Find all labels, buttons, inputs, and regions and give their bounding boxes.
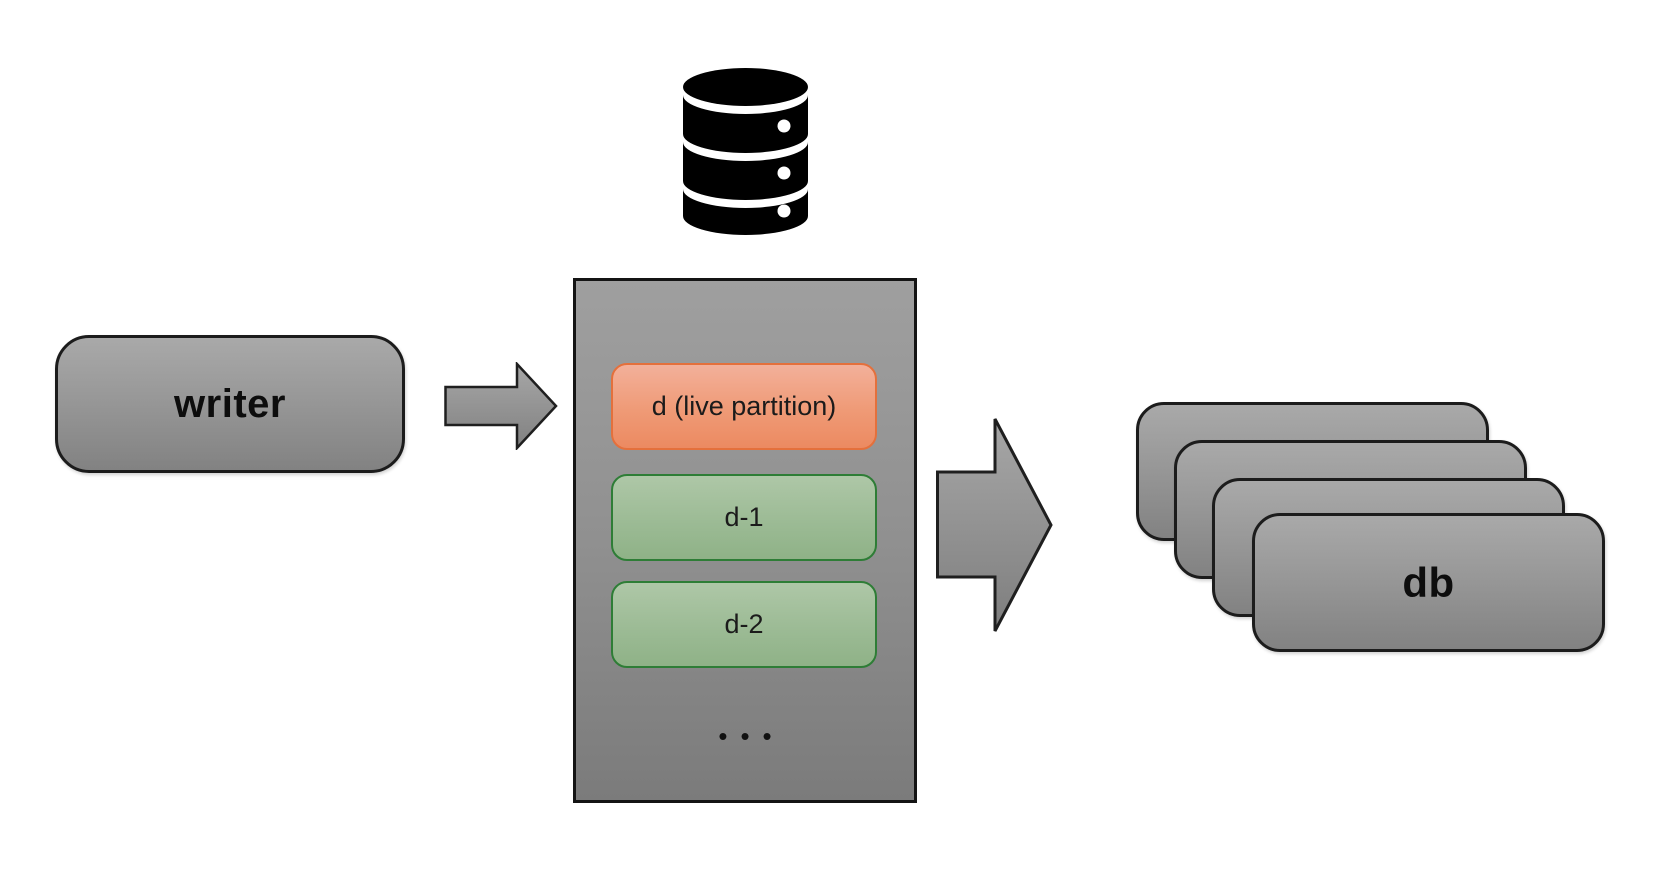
partition-d-1: d-1 — [611, 474, 877, 561]
partitions-to-db-arrow-icon — [936, 418, 1053, 632]
writer-label: writer — [174, 381, 286, 426]
writer-node: writer — [55, 335, 405, 473]
partition-live-label: d (live partition) — [651, 391, 837, 421]
partition-d-2: d-2 — [611, 581, 877, 668]
partition-d-1-label: d-1 — [724, 502, 764, 532]
partition-container: d (live partition) d-1 d-2 ••• — [573, 278, 917, 803]
db-stack-box-front: db — [1252, 513, 1605, 652]
writer-to-partitions-arrow-icon — [444, 362, 558, 450]
partition-d-2-label: d-2 — [724, 609, 764, 639]
more-partitions-ellipsis: ••• — [718, 721, 785, 751]
database-cylinder-icon — [683, 68, 808, 235]
db-label: db — [1402, 558, 1455, 606]
partition-live: d (live partition) — [611, 363, 877, 450]
